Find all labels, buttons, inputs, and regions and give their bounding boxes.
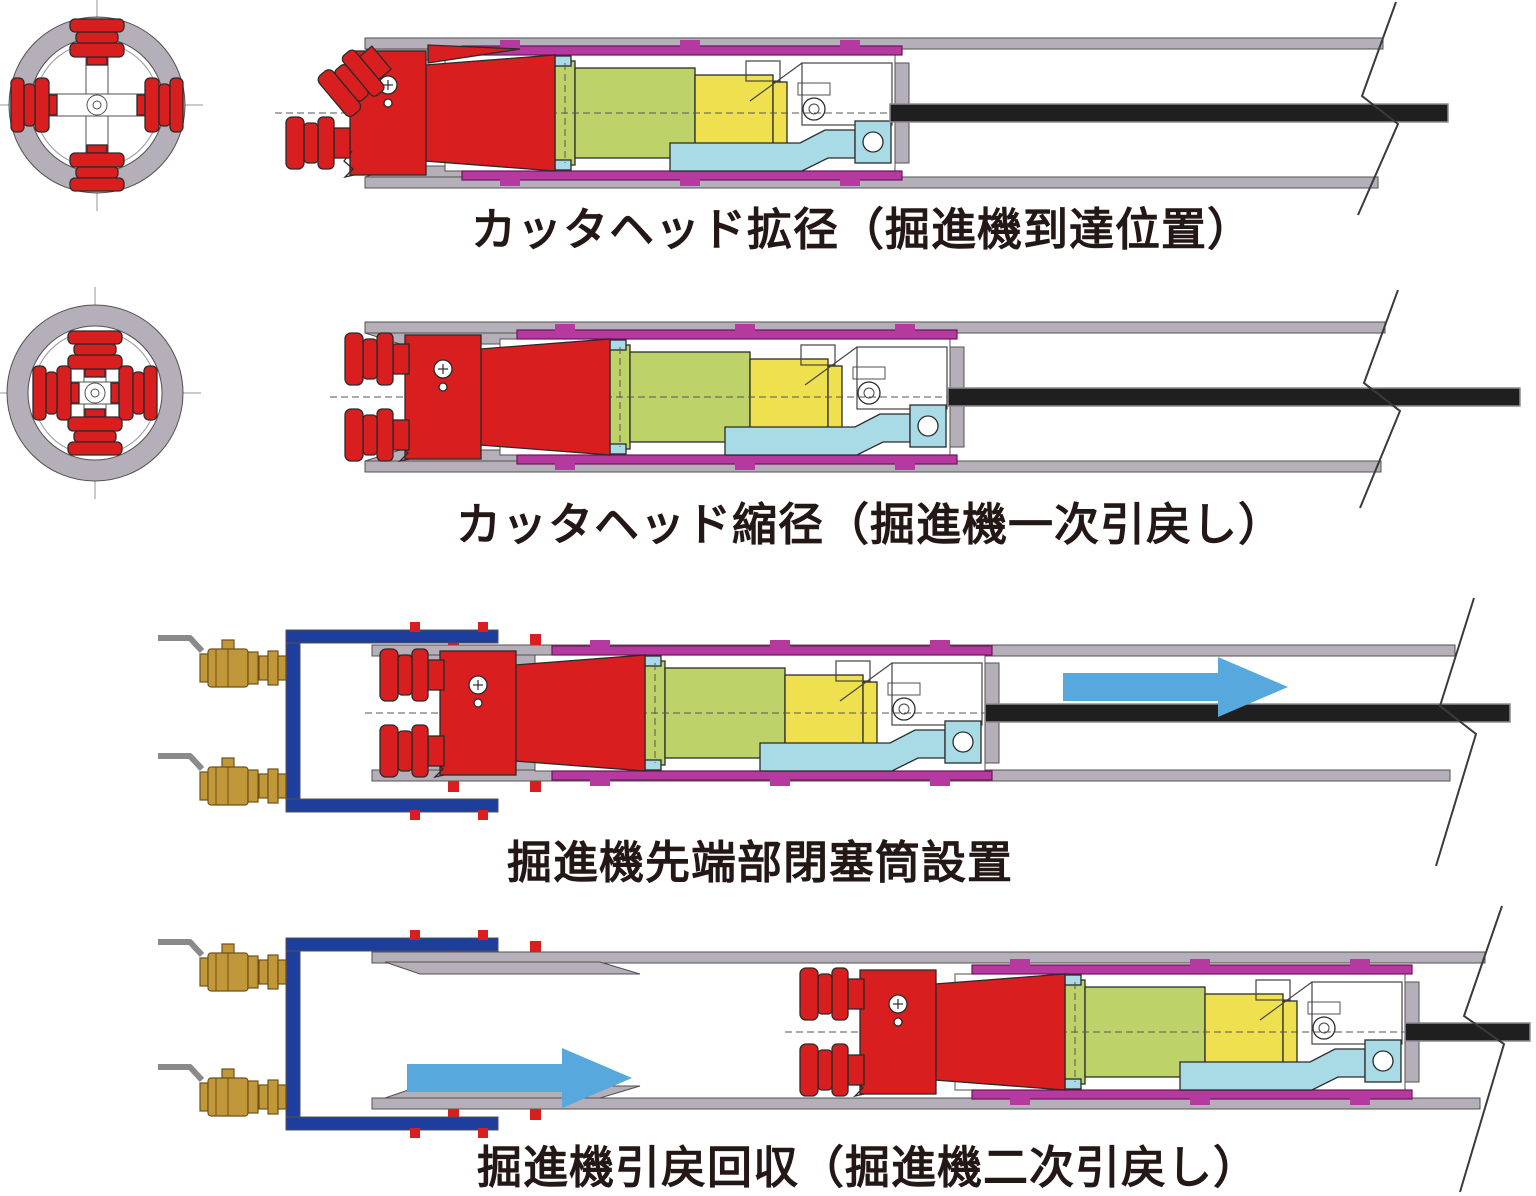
stage-4: 掘進機引戻回収（掘進機二次引戻し） xyxy=(158,905,1531,1193)
stage-2-caption: カッタヘッド縮径（掘進機一次引戻し） xyxy=(456,499,1284,550)
stage-2: カッタヘッド縮径（掘進機一次引戻し） xyxy=(0,286,1521,550)
retrieval-pipe xyxy=(947,387,1521,407)
break-line xyxy=(1435,597,1478,867)
stage-1-caption: カッタヘッド拡径（掘進機到達位置） xyxy=(471,204,1253,255)
break-line xyxy=(1459,905,1506,1193)
stage-1: カッタヘッド拡径（掘進機到達位置） xyxy=(0,0,1449,255)
retrieval-pipe xyxy=(1404,1022,1531,1042)
stage-4-caption: 掘進機引戻回収（掘進機二次引戻し） xyxy=(477,1142,1259,1193)
stage-3-caption: 掘進機先端部閉塞筒設置 xyxy=(507,837,1013,888)
ball-valve-top xyxy=(158,638,286,687)
break-line xyxy=(1359,289,1402,509)
closure-cylinder xyxy=(285,930,499,1138)
closure-cylinder xyxy=(285,622,499,820)
retrieval-pipe xyxy=(984,703,1511,723)
stage-2-cross-section xyxy=(0,286,202,500)
ball-valve-bottom xyxy=(158,1067,286,1116)
retrieval-pipe xyxy=(889,103,1449,123)
ball-valve-top xyxy=(158,942,286,991)
stage-3: 掘進機先端部閉塞筒設置 xyxy=(158,597,1511,888)
ball-valve-bottom xyxy=(158,756,286,805)
stage-1-cross-section xyxy=(0,0,204,212)
break-line xyxy=(1357,1,1400,216)
